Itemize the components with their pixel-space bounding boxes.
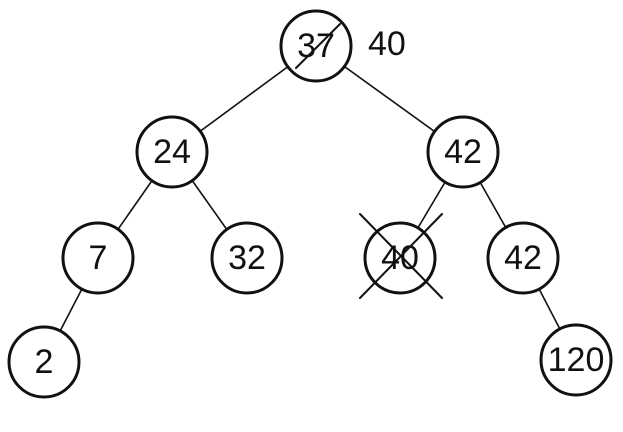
tree-node-root: 37 bbox=[279, 9, 353, 83]
node-circle bbox=[279, 9, 353, 83]
node-label: 24 bbox=[153, 133, 191, 171]
tree-node-left-right: 32 bbox=[210, 221, 284, 295]
node-label: 32 bbox=[228, 239, 266, 277]
node-circle bbox=[426, 115, 500, 189]
tree-node-left-left-left: 2 bbox=[7, 325, 81, 399]
strike-cross-mark-b bbox=[359, 213, 443, 299]
node-label: 7 bbox=[89, 239, 108, 277]
tree-nodes: 37 24 42 7 32 40 42 2 120 bbox=[7, 9, 613, 399]
node-label: 37 bbox=[297, 27, 335, 65]
node-label: 120 bbox=[548, 341, 605, 379]
node-label: 42 bbox=[444, 133, 482, 171]
tree-node-right: 42 bbox=[426, 115, 500, 189]
node-circle bbox=[61, 221, 135, 295]
node-label: 2 bbox=[35, 343, 54, 381]
node-label: 42 bbox=[504, 239, 542, 277]
node-circle bbox=[486, 221, 560, 295]
tree-node-right-left: 40 bbox=[359, 213, 443, 299]
node-circle bbox=[135, 115, 209, 189]
tree-node-right-right: 42 bbox=[486, 221, 560, 295]
node-circle bbox=[539, 323, 613, 397]
node-circle bbox=[7, 325, 81, 399]
root-replacement-label: 40 bbox=[368, 25, 406, 63]
tree-node-left: 24 bbox=[135, 115, 209, 189]
tree-edges bbox=[43, 45, 577, 363]
strike-slash-mark bbox=[295, 23, 341, 69]
tree-node-right-right-right: 120 bbox=[539, 323, 613, 397]
node-circle bbox=[210, 221, 284, 295]
tree-node-left-left: 7 bbox=[61, 221, 135, 295]
